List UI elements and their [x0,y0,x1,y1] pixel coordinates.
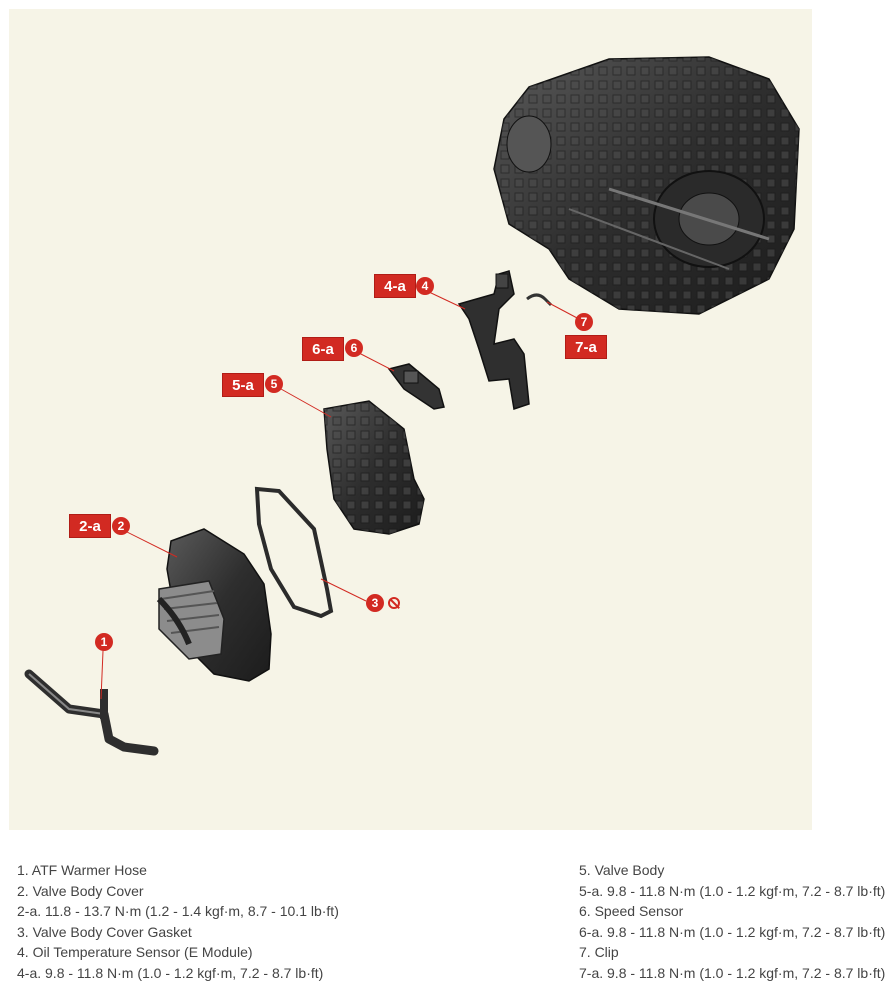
legend-item: 3. Valve Body Cover Gasket [17,923,192,940]
legend-item: 2. Valve Body Cover [17,882,144,899]
callout-number-6: 6 [345,339,363,357]
do-not-reuse-icon [388,597,400,609]
legend-item: 6-a. 9.8 - 11.8 N·m (1.0 - 1.2 kgf·m, 7.… [579,923,886,940]
legend-item: 7. Clip [579,944,619,961]
callout-number-2: 2 [112,517,130,535]
callout-number-3: 3 [366,594,384,612]
torque-tag-7a: 7-a [565,335,607,359]
valve-body-cover-gasket-part [254,486,334,619]
legend-item: 4-a. 9.8 - 11.8 N·m (1.0 - 1.2 kgf·m, 7.… [17,964,324,981]
leader-lines [100,291,580,700]
legend-item: 4. Oil Temperature Sensor (E Module) [17,944,253,961]
torque-tag-2a: 2-a [69,514,111,538]
legend-item: 6. Speed Sensor [579,903,684,920]
legend-left-column: 1. ATF Warmer Hose 2. Valve Body Cover 2… [17,860,339,984]
legend-right-column: 5. Valve Body 5-a. 9.8 - 11.8 N·m (1.0 -… [579,860,885,984]
transmission-assembly [493,56,800,315]
parts-illustration [24,56,800,756]
callout-number-4: 4 [416,277,434,295]
atf-warmer-hose-part [24,669,159,756]
oil-temperature-sensor-part [457,270,530,410]
legend-item: 2-a. 11.8 - 13.7 N·m (1.2 - 1.4 kgf·m, 8… [17,903,339,920]
callout-number-7: 7 [575,313,593,331]
clip-part [526,293,553,307]
legend-item: 7-a. 9.8 - 11.8 N·m (1.0 - 1.2 kgf·m, 7.… [579,964,886,981]
legend-item: 5-a. 9.8 - 11.8 N·m (1.0 - 1.2 kgf·m, 7.… [579,882,886,899]
exploded-view-diagram: 1 2-a 2 3 4-a 4 5-a 5 6-a 6 7 7-a [9,9,812,830]
torque-tag-6a: 6-a [302,337,344,361]
torque-tag-5a: 5-a [222,373,264,397]
torque-tag-4a: 4-a [374,274,416,298]
valve-body-cover-part [156,528,272,682]
legend-item: 5. Valve Body [579,862,665,878]
callout-number-5: 5 [265,375,283,393]
legend-item: 1. ATF Warmer Hose [17,862,147,878]
callout-number-1: 1 [95,633,113,651]
speed-sensor-part [387,363,445,410]
valve-body-part [323,400,425,535]
